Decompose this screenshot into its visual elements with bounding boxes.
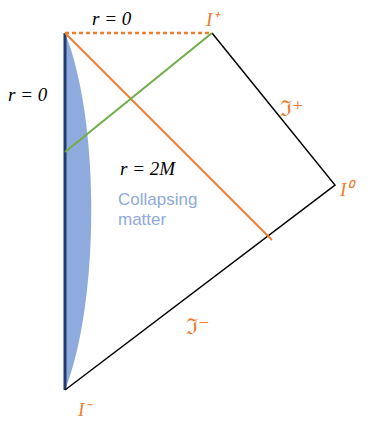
infinity-label: ℑ⁺	[280, 92, 304, 122]
matter-label: Collapsing matter	[118, 190, 198, 230]
origin-line	[64, 33, 67, 390]
light-ray	[65, 33, 272, 240]
singularity-line	[65, 32, 212, 35]
collapsing-matter	[65, 33, 91, 390]
horizon-label: r = 2M	[118, 158, 177, 180]
coordinate-label: r = 0	[8, 84, 47, 106]
coordinate-label: r = 0	[92, 8, 131, 30]
infinity-label: I⁺	[206, 6, 218, 32]
infinity-label: ℑ⁻	[186, 310, 210, 340]
horizon-line	[65, 33, 212, 152]
infinity-label: I⁻	[78, 396, 90, 422]
infinity-label: I⁰	[340, 176, 353, 202]
boundary-line	[65, 33, 335, 390]
